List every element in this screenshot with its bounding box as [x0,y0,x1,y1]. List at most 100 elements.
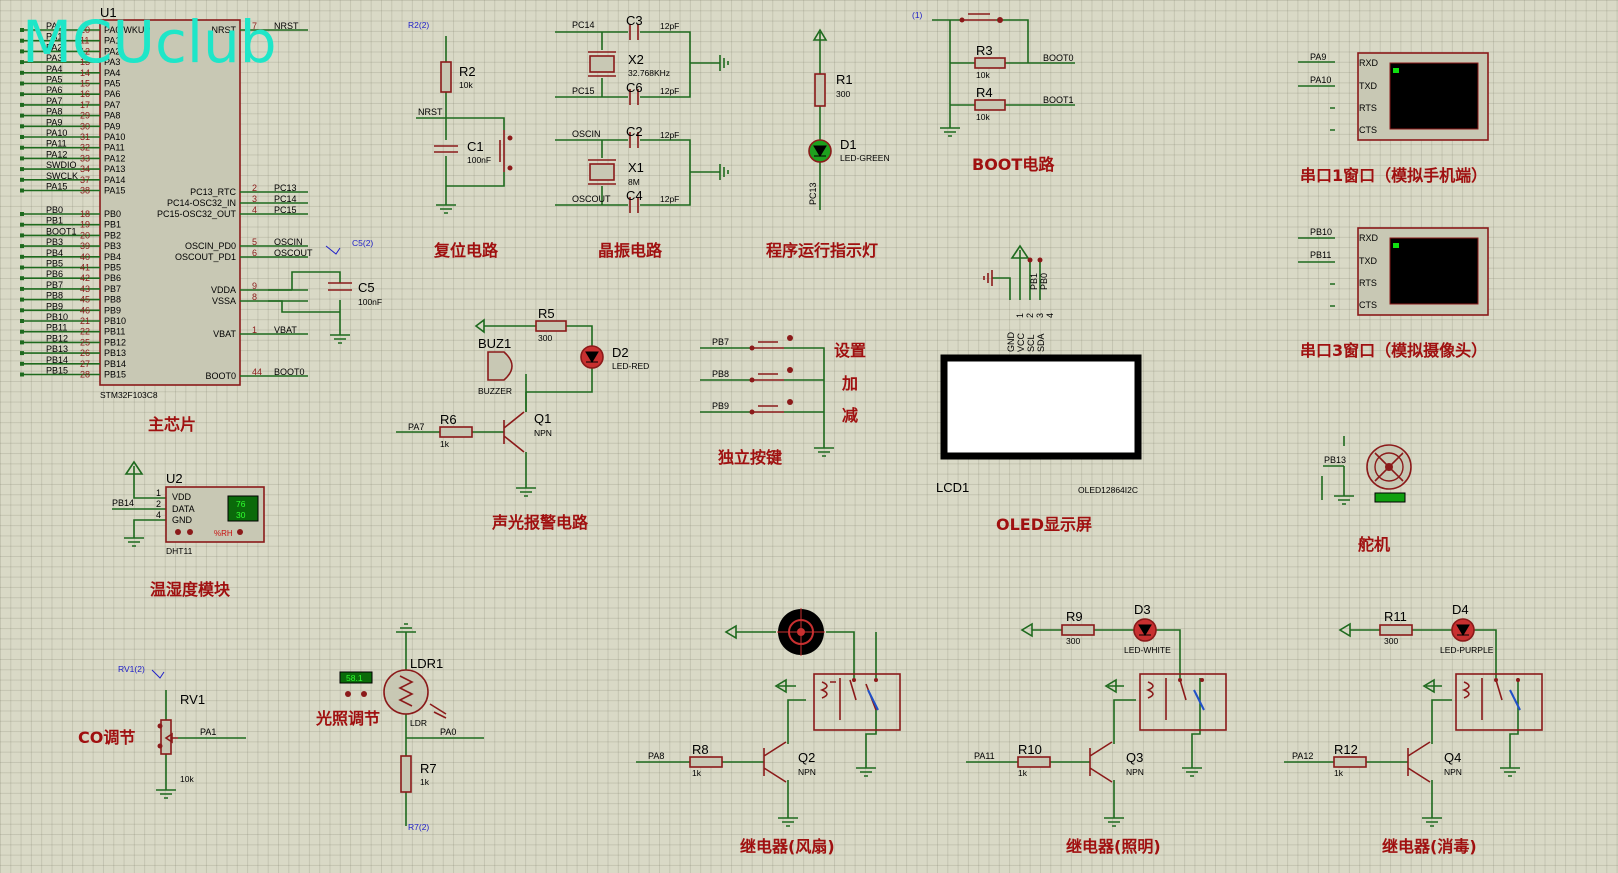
oled-num-2: 2 [1025,313,1035,318]
oled-net-pb1: PB1 [1029,273,1039,290]
mcu-right-num: 5 [252,237,257,247]
ldr1-val: LDR [410,718,427,728]
ldr1-ref: LDR1 [410,656,443,671]
mcu-right-num: 6 [252,248,257,258]
d2-ref: D2 [612,345,629,360]
mcu-left-num: 12 [80,46,90,56]
oled-net-pb0: PB0 [1039,273,1049,290]
mcu-left-net: PA15 [46,182,67,192]
buzzer-alarm-circuit[interactable]: R5 300 D2 LED-RED BUZ1 BUZZER R6 1k Q1 N… [396,306,649,497]
mcu-right-fn: NRST [212,25,237,35]
relay-fan-circuit[interactable]: R8 1k Q2 NPN PA8 [636,608,901,827]
uart1-net-pa10: PA10 [1310,75,1331,85]
u2-val: DHT11 [166,546,193,556]
dht-pin-gnd: GND [172,515,193,525]
c6-val: 12pF [660,86,679,96]
mcu-left-fn: PB15 [104,370,126,380]
dht11-sensor[interactable]: U2 DHT11 VDD DATA GND 1 2 4 76 30 %RH PB… [112,460,265,556]
relay-disinfect-circuit[interactable]: R11 300 D4 LED-PURPLE R12 1k Q4 NPN PA12 [1284,602,1543,827]
mcu-left-fn: PA0-WKUP [104,25,150,35]
r7-val: 1k [420,777,430,787]
mcu-left-net: PA3 [46,53,62,63]
crystal-circuit[interactable]: PC14 PC15 OSCIN OSCOUT C3 12pF C6 12pF X… [555,13,729,213]
uart3-txd: TXD [1359,256,1378,266]
dht-num-1: 1 [156,488,161,498]
q3-val: NPN [1126,767,1144,777]
title-relay-fan: 继电器(风扇) [740,837,835,856]
dht-num-2: 2 [156,499,161,509]
mcu-left-num: 13 [80,57,90,67]
mcu-left-num: 22 [80,327,90,337]
led-indicator-circuit[interactable]: R1 300 D1 LED-GREEN PC13 [808,28,890,210]
keys-circuit[interactable]: PB7 PB8 PB9 设置 加 减 [700,335,866,457]
c5-capacitor[interactable]: C5 100nF C5(2) [268,238,382,344]
title-boot: BOOT电路 [972,155,1055,174]
mcu-left-net: PB13 [46,344,68,354]
mcu-right-num: 9 [252,281,257,291]
mcu-left-fn: PA4 [104,68,120,78]
reset-circuit[interactable]: R2 10k C1 100nF NRST R2(2) [408,20,513,214]
title-crystal: 晶振电路 [598,241,663,260]
buz1-ref: BUZ1 [478,336,511,351]
title-light: 光照调节 [315,709,380,728]
mcu-left-fn: PA14 [104,175,125,185]
mcu-left-num: 10 [80,25,90,35]
boot-probe: (1) [912,10,923,20]
ldr-button-down[interactable] [345,691,351,697]
mcu-left-num: 15 [80,79,90,89]
mcu-left-num: 28 [80,370,90,380]
mcu-pin-left: PA0 10 PA0-WKUP [20,21,150,35]
relay-light-circuit[interactable]: R9 300 D3 LED-WHITE R10 1k Q3 NPN PA11 [966,602,1227,827]
r7-probe: R7(2) [408,822,429,832]
mcu-left-net: PA7 [46,96,62,106]
title-uart3: 串口3窗口（模拟摄像头） [1300,341,1487,360]
co-potentiometer[interactable]: RV1 10k PA1 RV1(2) [118,664,246,799]
mcu-right-num: 8 [252,292,257,302]
co-net-pa1: PA1 [200,727,216,737]
mcu-left-net: PA0 [46,21,62,31]
uart1-terminal[interactable]: RXD TXD RTS CTS PA9 PA10 [1298,52,1489,141]
mcu-left-num: 16 [80,89,90,99]
mcu-left-fn: PA9 [104,121,120,131]
r11-ref: R11 [1384,609,1407,624]
mcu-left-num: 11 [80,36,89,46]
dht-temp: 76 [236,499,246,509]
mcu-left-net: SWCLK [46,171,78,181]
title-relay-disinfect: 继电器(消毒) [1382,837,1477,856]
mcu-left-fn: PA2 [104,46,120,56]
dht-button-down[interactable] [175,529,181,535]
oled-display[interactable]: GND VCC SCL SDA 1 2 3 4 PB1 PB0 LCD1 OLE… [936,244,1142,495]
mcu-left-num: 31 [80,132,90,142]
mcu-left-fn: PB7 [104,284,121,294]
dht-num-4: 4 [156,510,161,520]
uart3-terminal[interactable]: RXD TXD RTS CTS PB10 PB11 [1298,227,1489,316]
title-relay-light: 继电器(照明) [1066,837,1161,856]
servo-motor[interactable]: PB13 [1321,436,1412,505]
ldr-circuit[interactable]: 58.1 LDR1 LDR R7 1k PA0 R7(2) [339,623,484,832]
ldr-button-up[interactable] [361,691,367,697]
d3-val: LED-WHITE [1124,645,1171,655]
ldr-value-display: 58.1 [346,673,363,683]
mcu-right-net: VBAT [274,325,297,335]
boot-circuit[interactable]: R3 10k R4 10k BOOT0 BOOT1 (1) [912,10,1075,137]
uart1-rts: RTS [1359,103,1377,113]
mcu-left-fn: PA11 [104,143,125,153]
mcu-left-net: PA8 [46,107,62,117]
mcu-left-num: 20 [80,230,90,240]
oled-num-3: 3 [1035,313,1045,318]
mcu-right-num: 1 [252,325,257,335]
dht-button-up[interactable] [187,529,193,535]
dht-unit: %RH [214,529,233,538]
servo-net-pb13: PB13 [1324,455,1346,465]
mcu-left-net: PB14 [46,355,68,365]
